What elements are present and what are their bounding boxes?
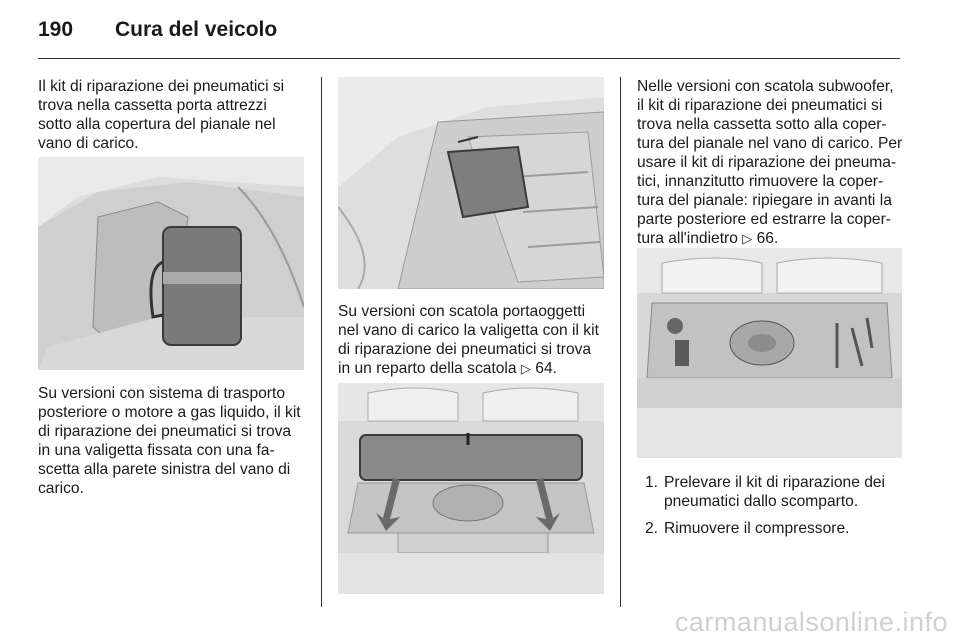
figure-kit-case-in-trunk [38,157,304,370]
paragraph-text: Su versioni con scatola portaoggetti nel… [338,303,599,377]
column-divider [620,77,621,607]
step-text: Rimuovere il compressore. [664,520,850,537]
step-number: 2. [645,520,659,537]
page-ref: 66. [756,230,779,247]
page-ref-arrow-icon: ▷ [742,231,753,246]
column-divider [321,77,322,607]
list-item: 2. Rimuovere il compressore. [645,519,905,538]
page-ref: 64. [535,360,557,377]
step-number: 1. [645,474,659,491]
figure-cargo-floor-cover-removal [338,383,604,594]
list-item: 1. Prelevare il kit di riparazione dei p… [645,473,905,511]
paragraph-rear-carrier: Su versioni con sistema di trasporto pos… [38,385,301,497]
paragraph-text: Nelle versioni con scatola subwoofer, il… [637,78,903,247]
paragraph-storage-box: Su versioni con scatola portaoggetti nel… [338,302,606,378]
page-ref-arrow-icon: ▷ [520,361,531,376]
figure-subwoofer-compartment [637,248,902,458]
paragraph-toolbox: Il kit di riparazione dei pneumatici si … [38,78,285,152]
figure-storage-box-compartment [338,77,604,289]
instruction-steps: 1. Prelevare il kit di riparazione dei p… [645,473,905,546]
header-rule [38,58,900,59]
page-number: 190 [38,18,74,41]
page-header: 190 Cura del veicolo [38,18,277,48]
step-text: Prelevare il kit di riparazione dei pneu… [664,474,886,510]
paragraph-subwoofer: Nelle versioni con scatola subwoofer, il… [637,77,903,248]
watermark: carmanualsonline.info [674,607,948,637]
page-title: Cura del veicolo [115,18,278,41]
